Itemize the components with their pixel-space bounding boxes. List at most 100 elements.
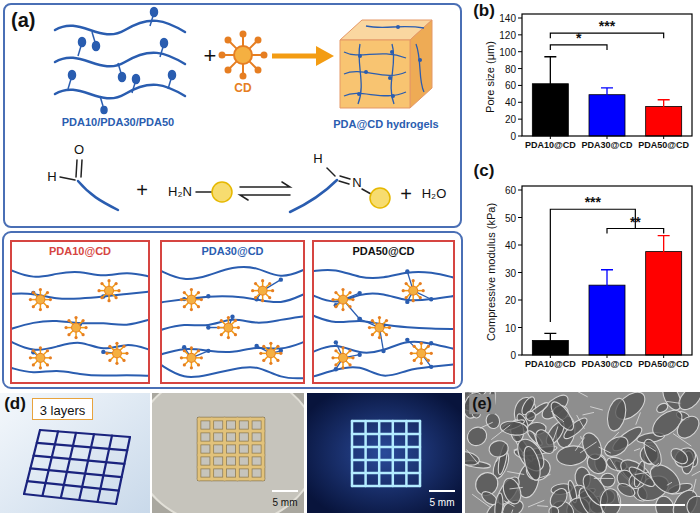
network-panel: PDA30@CD	[160, 240, 305, 384]
cd-star	[97, 279, 120, 302]
atom-label: H	[47, 170, 56, 184]
reaction-scheme	[81, 160, 82, 177]
tick-label: 10	[505, 322, 516, 333]
printed-grid	[352, 457, 420, 463]
printed-grid	[79, 434, 94, 500]
crosslink	[230, 314, 234, 318]
crosslink	[357, 353, 361, 357]
cd-star	[200, 298, 203, 301]
tick-mark	[518, 34, 522, 35]
fiber	[667, 401, 681, 403]
fiber	[491, 425, 510, 440]
tick-mark	[518, 190, 522, 191]
printed-grid	[199, 465, 263, 470]
cd-star	[334, 363, 337, 366]
tick-label: 120	[499, 29, 516, 40]
printed-grid	[392, 421, 395, 486]
fiber	[507, 472, 524, 475]
cd-star	[49, 356, 52, 359]
printed-grid	[199, 478, 263, 481]
cd-star	[368, 326, 371, 329]
reaction-scheme	[76, 160, 77, 177]
aldehyde-pendant	[169, 71, 176, 80]
cd-star	[200, 356, 203, 359]
pore	[532, 427, 558, 457]
aldehyde-pendant	[161, 39, 168, 48]
printed-grid	[24, 430, 40, 494]
cd-star	[32, 291, 35, 294]
cd-star	[74, 316, 77, 319]
tick-mark	[518, 300, 522, 301]
cd-star	[39, 308, 42, 311]
significance-bracket	[550, 209, 635, 322]
printed-grid	[249, 419, 252, 479]
hydrogel-cube	[344, 26, 424, 104]
node-text: PDA50@CD	[314, 245, 453, 258]
cd-star	[122, 359, 125, 362]
axis-title: Compressive modulus (kPa)	[485, 203, 497, 341]
printed-grid	[390, 421, 396, 486]
error-bar	[601, 88, 613, 101]
polymer-chain	[314, 364, 453, 377]
crosslink	[206, 294, 210, 298]
tick-label: 80	[505, 63, 516, 74]
cd-star	[348, 363, 351, 366]
cd-star	[269, 362, 272, 365]
cd-star	[217, 326, 220, 329]
polymer-chain	[12, 368, 148, 376]
cd-star	[241, 32, 246, 37]
printed-grid	[210, 419, 213, 479]
printed-grid	[42, 431, 58, 496]
node-text: 3 layers	[40, 404, 86, 419]
plus-sign: +	[400, 183, 412, 205]
crosslink	[405, 269, 409, 273]
scale-bar	[429, 490, 455, 492]
crosslink	[254, 344, 258, 348]
printed-grid	[40, 430, 130, 437]
hydrogel-cube	[358, 54, 362, 58]
cd-star	[259, 352, 262, 355]
cd-star	[187, 295, 196, 304]
reaction-scheme	[212, 182, 232, 202]
cd-star	[430, 352, 433, 355]
cd-star	[262, 53, 267, 58]
crosslink	[357, 317, 361, 321]
category-label: PDA50@CD	[638, 360, 689, 370]
cd-star	[251, 289, 254, 292]
printed-grid	[222, 419, 227, 479]
cd-star	[197, 291, 200, 294]
cd-star	[220, 319, 223, 322]
cd-star	[197, 363, 200, 366]
network-panel: PDA50@CD	[312, 240, 455, 384]
crosslink	[357, 317, 361, 321]
aldehyde-pendant	[93, 42, 100, 51]
cd-star	[402, 279, 425, 302]
cd-star	[105, 286, 114, 295]
cd-star	[268, 296, 271, 299]
cd-star	[331, 356, 334, 359]
printed-grid	[351, 421, 354, 486]
pore	[500, 476, 524, 506]
panel-frame: (a)	[3, 3, 462, 228]
printed-grid	[199, 477, 263, 482]
cd-star	[412, 299, 415, 302]
cd-star	[36, 353, 45, 362]
aldehyde-pendant	[100, 96, 103, 106]
tick-mark	[518, 217, 522, 218]
aldehyde-pendant	[68, 8, 176, 114]
cd-star	[105, 342, 128, 365]
fiber	[599, 447, 611, 453]
cd-star	[115, 282, 118, 285]
panel-letter: (d)	[4, 395, 26, 414]
cd-star	[82, 319, 85, 322]
aldehyde-pendant	[132, 83, 135, 93]
cd-star	[67, 333, 70, 336]
pore	[627, 464, 657, 490]
printed-grid	[352, 418, 420, 424]
printed-grid	[378, 421, 381, 486]
printed-grid	[417, 421, 423, 486]
cd-star	[262, 359, 265, 362]
cd-star	[419, 282, 422, 285]
fiber	[577, 415, 585, 429]
pore	[465, 450, 481, 468]
